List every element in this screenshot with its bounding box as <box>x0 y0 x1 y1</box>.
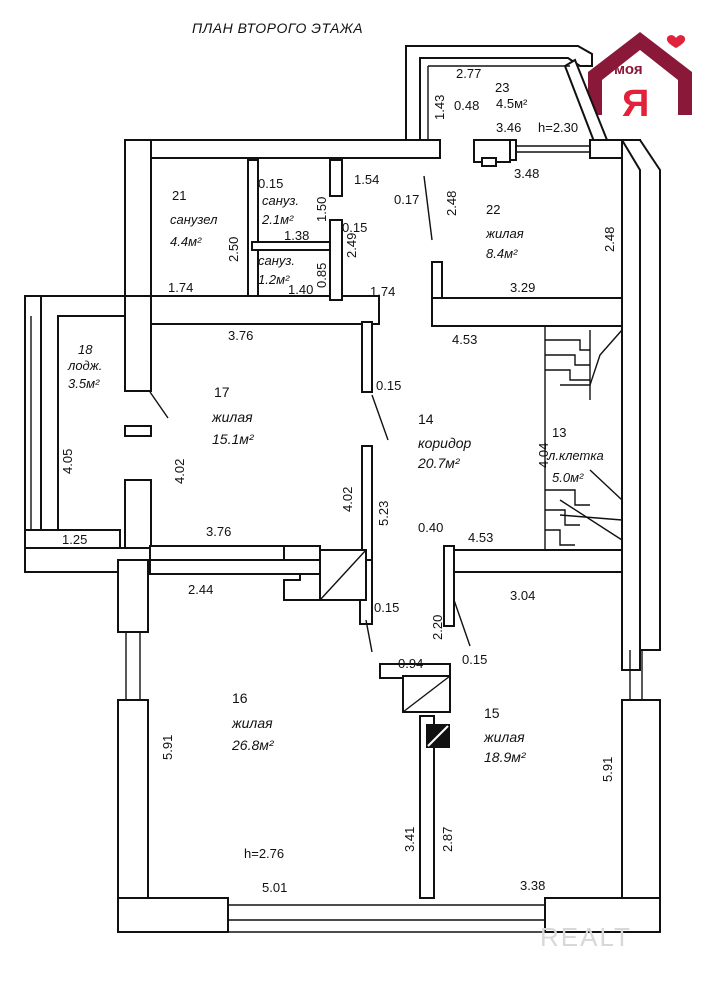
dim: 1.50 <box>314 197 329 222</box>
room-14-num: 14 <box>418 411 434 427</box>
dim: 4.02 <box>172 459 187 484</box>
dim: 0.17 <box>394 192 419 207</box>
dim: 1.25 <box>62 532 87 547</box>
room-wc2-name: сануз. <box>258 253 295 268</box>
room-22-name: жилая <box>485 226 524 241</box>
logo: моя Я <box>588 32 692 125</box>
room-22-num: 22 <box>486 202 500 217</box>
house-heart-logo-icon <box>588 32 692 115</box>
room-21-num: 21 <box>172 188 186 203</box>
dim: 3.76 <box>228 328 253 343</box>
dimension-labels: 2.77 1.43 0.48 3.46 0.15 1.54 0.17 2.48 … <box>60 66 617 895</box>
room-15-num: 15 <box>484 705 500 721</box>
room-18-area: 3.5м² <box>68 376 100 391</box>
dim: 3.76 <box>206 524 231 539</box>
room-wc1-name: сануз. <box>262 193 299 208</box>
dim: 0.15 <box>342 220 367 235</box>
room-16-name: жилая <box>231 715 273 731</box>
dim: 0.15 <box>258 176 283 191</box>
logo-letter: Я <box>622 83 649 125</box>
dim: 2.48 <box>444 191 459 216</box>
dim: 0.15 <box>462 652 487 667</box>
dim: 2.87 <box>440 827 455 852</box>
dim: 5.01 <box>262 880 287 895</box>
dim: 3.46 <box>496 120 521 135</box>
room-16-num: 16 <box>232 690 248 706</box>
dim: 0.15 <box>374 600 399 615</box>
dim: 0.85 <box>314 263 329 288</box>
room-23-area: 4.5м² <box>496 96 528 111</box>
heart-icon <box>666 35 686 48</box>
room-21-area: 4.4м² <box>170 234 202 249</box>
dim: 4.02 <box>340 487 355 512</box>
room-wc1-area: 2.1м² <box>261 212 294 227</box>
plan-title: ПЛАН ВТОРОГО ЭТАЖА <box>192 20 363 36</box>
room-22-area: 8.4м² <box>486 246 518 261</box>
room-18-name: лодж. <box>67 358 102 373</box>
dim: 4.04 <box>536 443 551 468</box>
room-17-num: 17 <box>214 384 230 400</box>
dim: 2.77 <box>456 66 481 81</box>
room-13-name: л.клетка <box>547 448 604 463</box>
dim: 0.15 <box>376 378 401 393</box>
dim: 3.48 <box>514 166 539 181</box>
dim: 1.38 <box>284 228 309 243</box>
room-13-num: 13 <box>552 425 566 440</box>
outer-walls <box>24 139 661 933</box>
dim: 4.53 <box>452 332 477 347</box>
dim: 3.38 <box>520 878 545 893</box>
room-18-num: 18 <box>78 342 93 357</box>
watermark: REALT <box>540 922 632 952</box>
room-wc2-area: 1.2м² <box>258 272 290 287</box>
logo-text: моя <box>614 61 643 78</box>
room-15-area: 18.9м² <box>484 749 527 765</box>
dim: 1.54 <box>354 172 379 187</box>
room-23-num: 23 <box>495 80 509 95</box>
dim: 1.74 <box>370 284 395 299</box>
dim: 2.48 <box>602 227 617 252</box>
room-16-height: h=2.76 <box>244 846 284 861</box>
dim: 1.43 <box>432 95 447 120</box>
doors <box>149 139 511 653</box>
dim: 2.44 <box>188 582 213 597</box>
dim: 2.50 <box>226 237 241 262</box>
dim: 5.91 <box>160 735 175 760</box>
room-labels: 23 4.5м² h=2.30 21 санузел 4.4м² сануз. … <box>67 80 604 861</box>
room-23-height: h=2.30 <box>538 120 578 135</box>
room-17-name: жилая <box>211 409 253 425</box>
dim: 3.04 <box>510 588 535 603</box>
dim: 5.23 <box>376 501 391 526</box>
dim: 4.53 <box>468 530 493 545</box>
dim: 2.20 <box>430 615 445 640</box>
dim: 1.40 <box>288 282 313 297</box>
room-14-area: 20.7м² <box>417 455 461 471</box>
room-17-area: 15.1м² <box>212 431 255 447</box>
dim: 3.29 <box>510 280 535 295</box>
dim: 1.74 <box>168 280 193 295</box>
room-13-area: 5.0м² <box>552 470 584 485</box>
dim: 3.41 <box>402 827 417 852</box>
dim: 0.40 <box>418 520 443 535</box>
room-16-area: 26.8м² <box>231 737 275 753</box>
dim: 0.94 <box>398 656 423 671</box>
room-14-name: коридор <box>418 435 471 451</box>
dim: 2.49 <box>344 233 359 258</box>
dim: 4.05 <box>60 449 75 474</box>
dim: 0.48 <box>454 98 479 113</box>
staircase <box>544 326 623 550</box>
room-21-name: санузел <box>170 212 218 227</box>
room-15-name: жилая <box>483 729 525 745</box>
inner-walls <box>149 159 623 899</box>
dim: 5.91 <box>600 757 615 782</box>
